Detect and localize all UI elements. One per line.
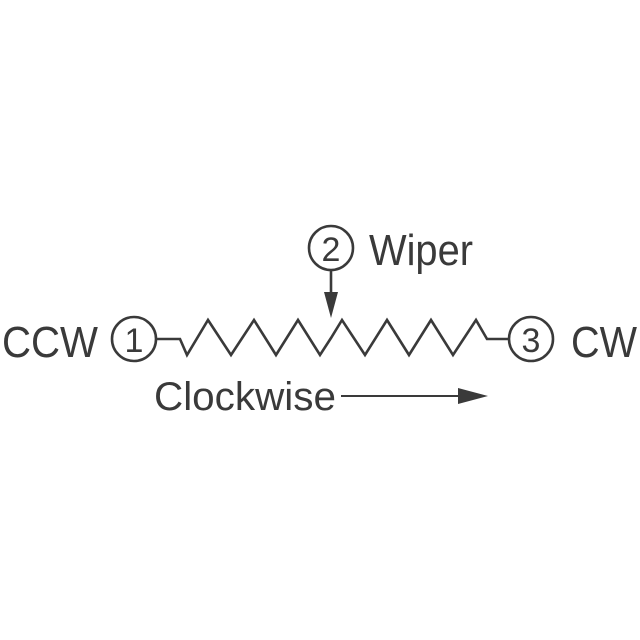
- terminal-3-circle: [507, 315, 555, 363]
- terminal-2-number: 2: [322, 231, 341, 269]
- wiper-arrowhead: [324, 292, 338, 318]
- terminal-3-number: 3: [522, 322, 541, 360]
- resistor-zigzag: [156, 317, 509, 358]
- cw-label: CW: [571, 318, 637, 367]
- terminal-1-number: 1: [125, 322, 144, 360]
- clockwise-arrowhead: [458, 388, 488, 404]
- ccw-label: CCW: [2, 318, 98, 367]
- clockwise-label: Clockwise: [154, 375, 336, 419]
- wiper-label: Wiper: [369, 226, 473, 275]
